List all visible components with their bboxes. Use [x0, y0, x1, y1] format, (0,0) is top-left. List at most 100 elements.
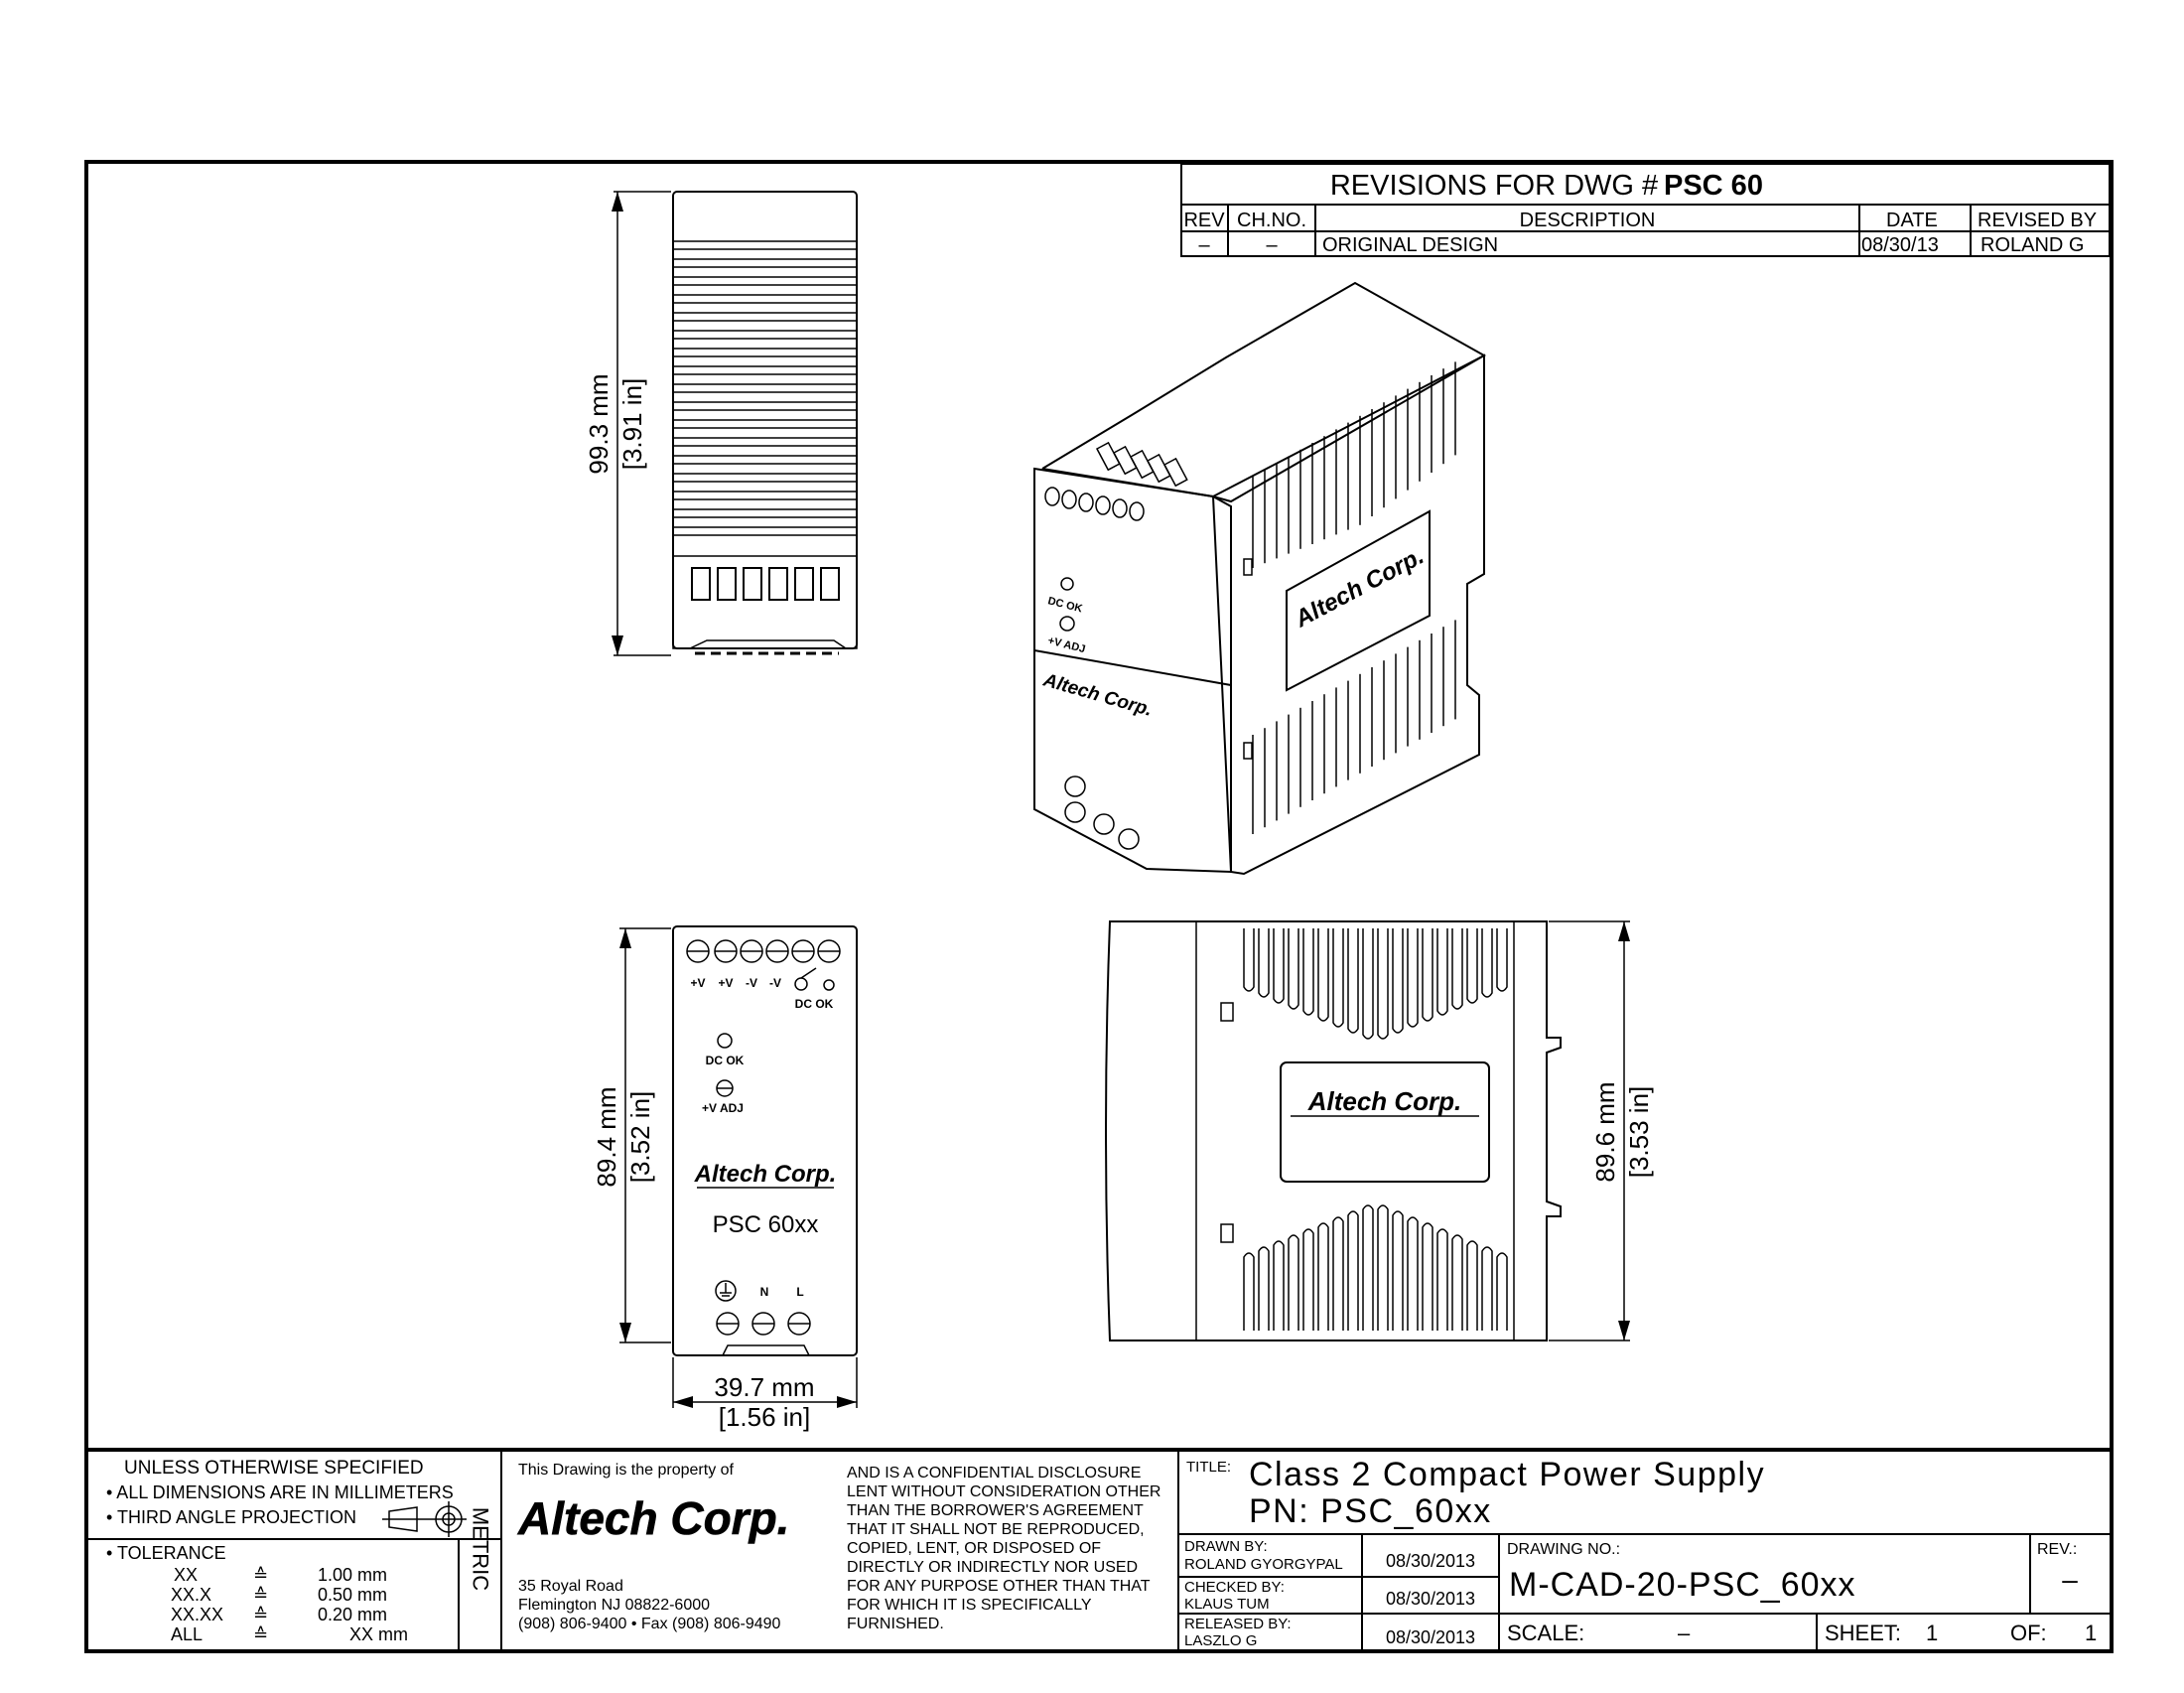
address-line-2: Flemington NJ 08822-6000: [518, 1597, 710, 1614]
tol-fmt-1: XX: [174, 1565, 198, 1585]
tol-sym-2: ≙: [253, 1585, 268, 1605]
revisions-dwg-number: PSC 60: [1664, 170, 1763, 202]
tol-sym-3: ≙: [253, 1605, 268, 1624]
svg-text:COPIED, LENT, OR DISPOSED OF: COPIED, LENT, OR DISPOSED OF: [847, 1540, 1101, 1557]
released-name: LASZLO G: [1184, 1632, 1257, 1649]
rev-row-description: ORIGINAL DESIGN: [1322, 234, 1498, 256]
iso-brand-front: Altech Corp.: [1040, 669, 1155, 721]
front-width-in: [1.56 in]: [719, 1402, 811, 1432]
property-of: This Drawing is the property of: [518, 1462, 735, 1479]
svg-text:THAT IT SHALL NOT BE REPRODUCE: THAT IT SHALL NOT BE REPRODUCED,: [847, 1521, 1145, 1538]
rev-row-date: 08/30/13: [1861, 234, 1939, 256]
front-dc-ok-right: DC OK: [795, 997, 834, 1011]
checked-name: KLAUS TUM: [1184, 1596, 1270, 1613]
sheet-border: [84, 160, 2114, 1653]
svg-text:DIRECTLY OR INDIRECTLY NOR USE: DIRECTLY OR INDIRECTLY NOR USED: [847, 1559, 1138, 1576]
tol-fmt-2: XX.X: [171, 1585, 211, 1605]
front-input-screws: [716, 1312, 811, 1336]
iso-dc-ok-label: DC OK: [1046, 595, 1083, 615]
svg-text:LENT WITHOUT CONSIDERATION OTH: LENT WITHOUT CONSIDERATION OTHER: [847, 1483, 1160, 1500]
spec-heading: UNLESS OTHERWISE SPECIFIED: [124, 1458, 424, 1479]
title-label: TITLE:: [1186, 1459, 1231, 1476]
sheet-value: 1: [1926, 1621, 1938, 1645]
dc-ok-led: [717, 1033, 733, 1049]
of-label: OF:: [2010, 1621, 2047, 1645]
rev-header-revised-by: REVISED BY: [1978, 210, 2097, 231]
company-logo: Altech Corp.: [517, 1492, 789, 1544]
drawing-no-label: DRAWING NO.:: [1507, 1541, 1620, 1558]
spec-line-1: • ALL DIMENSIONS ARE IN MILLIMETERS: [106, 1482, 454, 1502]
side-dim-in: [3.53 in]: [1624, 1086, 1654, 1179]
rev-header-chno: CH.NO.: [1237, 210, 1306, 231]
rev-row-revised-by: ROLAND G: [1980, 234, 2084, 256]
tol-sym-4: ≙: [253, 1624, 268, 1644]
rev-label: REV.:: [2037, 1541, 2077, 1558]
iso-adj-label: +V ADJ: [1046, 635, 1086, 655]
rev-row-rev: –: [1198, 234, 1210, 256]
front-terminal-label-4: -V: [769, 976, 781, 990]
drawn-date: 08/30/2013: [1386, 1551, 1475, 1571]
scale-value: –: [1678, 1621, 1691, 1645]
iso-top-vents: [1095, 441, 1188, 488]
tol-sym-1: ≙: [253, 1565, 268, 1585]
iso-side-fins: [1252, 361, 1456, 834]
tol-fmt-3: XX.XX: [171, 1605, 223, 1624]
side-view-fins: [1243, 928, 1508, 1331]
address-line-3: (908) 806-9400 • Fax (908) 806-9490: [518, 1616, 781, 1632]
svg-text:FOR WHICH IT IS SPECIFICALLY: FOR WHICH IT IS SPECIFICALLY: [847, 1597, 1092, 1614]
top-view-fins: [673, 240, 857, 536]
front-adj-label: +V ADJ: [702, 1101, 744, 1115]
iso-terminal-screws: [1044, 487, 1145, 632]
title-block: UNLESS OTHERWISE SPECIFIED • ALL DIMENSI…: [86, 1448, 2112, 1651]
rev-header-rev: REV: [1183, 210, 1225, 231]
revisions-title: REVISIONS FOR DWG #: [1330, 170, 1658, 202]
side-view: Altech Corp. 89.6 mm [3.53 in]: [1105, 920, 1654, 1341]
rev-header-date: DATE: [1886, 210, 1938, 231]
svg-text:FURNISHED.: FURNISHED.: [847, 1616, 944, 1632]
top-view: 99.3 mm [3.91 in]: [584, 191, 858, 656]
drawing-number: M-CAD-20-PSC_60xx: [1509, 1566, 1856, 1604]
svg-text:THAN THE BORROWER'S AGREEMENT: THAN THE BORROWER'S AGREEMENT: [847, 1502, 1144, 1519]
tol-val-4: XX mm: [349, 1624, 408, 1644]
front-brand: Altech Corp.: [694, 1161, 837, 1188]
address-line-1: 35 Royal Road: [518, 1578, 623, 1595]
rev-row-chno: –: [1266, 234, 1278, 256]
front-height-mm: 89.4 mm: [592, 1086, 621, 1187]
iso-brand-side: Altech Corp.: [1290, 542, 1429, 633]
side-dim-mm: 89.6 mm: [1590, 1081, 1620, 1182]
front-terminal-label-1: +V: [690, 976, 705, 990]
released-label: RELEASED BY:: [1184, 1616, 1292, 1632]
checked-label: CHECKED BY:: [1184, 1579, 1285, 1596]
front-dc-ok-led-label: DC OK: [706, 1054, 745, 1067]
metric-label: METRIC: [469, 1507, 493, 1591]
side-brand: Altech Corp.: [1307, 1086, 1462, 1116]
tol-fmt-4: ALL: [171, 1624, 203, 1644]
drawn-name: ROLAND GYORGYPAL: [1184, 1556, 1343, 1573]
checked-date: 08/30/2013: [1386, 1589, 1475, 1609]
rev-value: –: [2062, 1564, 2078, 1595]
top-view-terminal-slots: [691, 567, 840, 601]
front-model: PSC 60xx: [713, 1211, 819, 1238]
front-input-n: N: [760, 1285, 769, 1299]
isometric-view: Altech Corp. DC OK +V ADJ Altech Corp.: [1033, 281, 1487, 876]
front-view-terminal-screws: [686, 939, 841, 963]
revisions-table: REVISIONS FOR DWG # PSC 60 REV CH.NO. DE…: [1180, 163, 2111, 257]
top-view-dim-mm: 99.3 mm: [584, 373, 614, 474]
front-height-in: [3.52 in]: [625, 1091, 655, 1184]
tol-val-3: 0.20 mm: [318, 1605, 387, 1624]
spec-line-2: • THIRD ANGLE PROJECTION: [106, 1507, 356, 1527]
top-view-dim-in: [3.91 in]: [617, 378, 647, 471]
tol-val-1: 1.00 mm: [318, 1565, 387, 1585]
scale-label: SCALE:: [1507, 1621, 1584, 1645]
tolerance-heading: • TOLERANCE: [106, 1543, 226, 1563]
ground-symbol: [715, 1280, 737, 1302]
released-date: 08/30/2013: [1386, 1627, 1475, 1647]
drawing-title: Class 2 Compact Power Supply: [1249, 1456, 1765, 1493]
disclosure-text: AND IS A CONFIDENTIAL DISCLOSURE LENT WI…: [847, 1465, 1160, 1632]
sheet-label: SHEET:: [1825, 1621, 1901, 1645]
tol-val-2: 0.50 mm: [318, 1585, 387, 1605]
svg-text:FOR ANY PURPOSE OTHER THAN THA: FOR ANY PURPOSE OTHER THAN THAT: [847, 1578, 1151, 1595]
front-terminal-label-2: +V: [718, 976, 733, 990]
front-view: +V +V -V -V DC OK DC OK +V ADJ Altech Co…: [592, 925, 858, 1432]
